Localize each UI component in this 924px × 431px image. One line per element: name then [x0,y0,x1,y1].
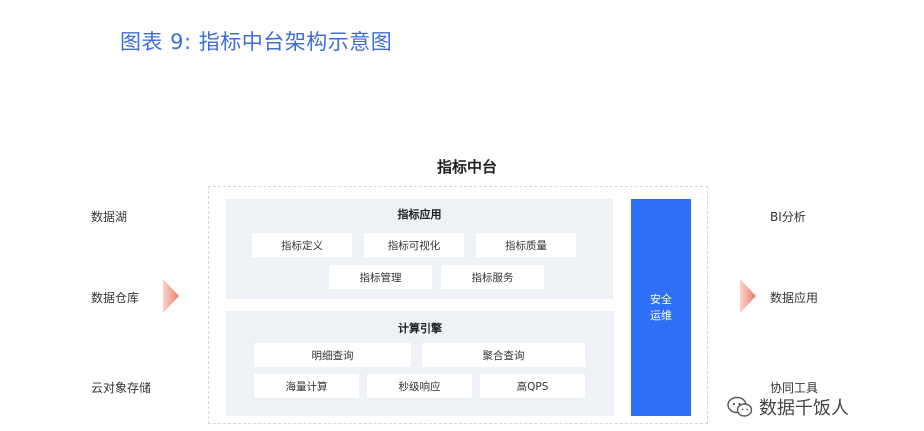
chip-metric-visualization: 指标可视化 [364,233,464,257]
output-bi-analysis: BI分析 [770,210,806,224]
metrics-application-panel: 指标应用 指标定义 指标可视化 指标质量 指标管理 指标服务 [226,199,613,299]
watermark: 数据千饭人 [727,394,849,420]
chip-second-response: 秒级响应 [367,374,472,398]
diagram-title: 指标中台 [436,158,497,176]
compute-engine-title: 计算引擎 [398,322,442,335]
source-cloud-storage: 云对象存储 [91,381,152,395]
compute-engine-panel: 计算引擎 明细查询 聚合查询 海量计算 秒级响应 高QPS [226,311,614,416]
security-ops-bar: 安全 运维 [631,199,691,416]
chip-aggregate-query: 聚合查询 [422,343,585,367]
watermark-text: 数据千饭人 [759,398,849,419]
chip-massive-compute: 海量计算 [254,374,359,398]
wechat-icon [727,396,753,417]
chip-metric-management: 指标管理 [329,265,432,289]
chip-metric-definition: 指标定义 [252,233,352,257]
figure-title: 图表 9: 指标中台架构示意图 [120,30,393,54]
security-label: 安全 [650,292,672,306]
ops-label: 运维 [650,308,672,322]
chip-high-qps: 高QPS [480,374,585,398]
input-arrow-icon [163,279,179,313]
chip-metric-quality: 指标质量 [476,233,576,257]
output-data-application: 数据应用 [770,291,819,305]
chip-detail-query: 明细查询 [254,343,411,367]
chip-metric-service: 指标服务 [441,265,544,289]
metrics-platform-container [208,186,708,424]
output-collaboration-tools: 协同工具 [770,381,819,395]
output-arrow-icon [740,279,756,313]
source-data-warehouse: 数据仓库 [91,291,140,305]
metrics-application-title: 指标应用 [397,208,442,221]
source-data-lake: 数据湖 [91,210,128,224]
